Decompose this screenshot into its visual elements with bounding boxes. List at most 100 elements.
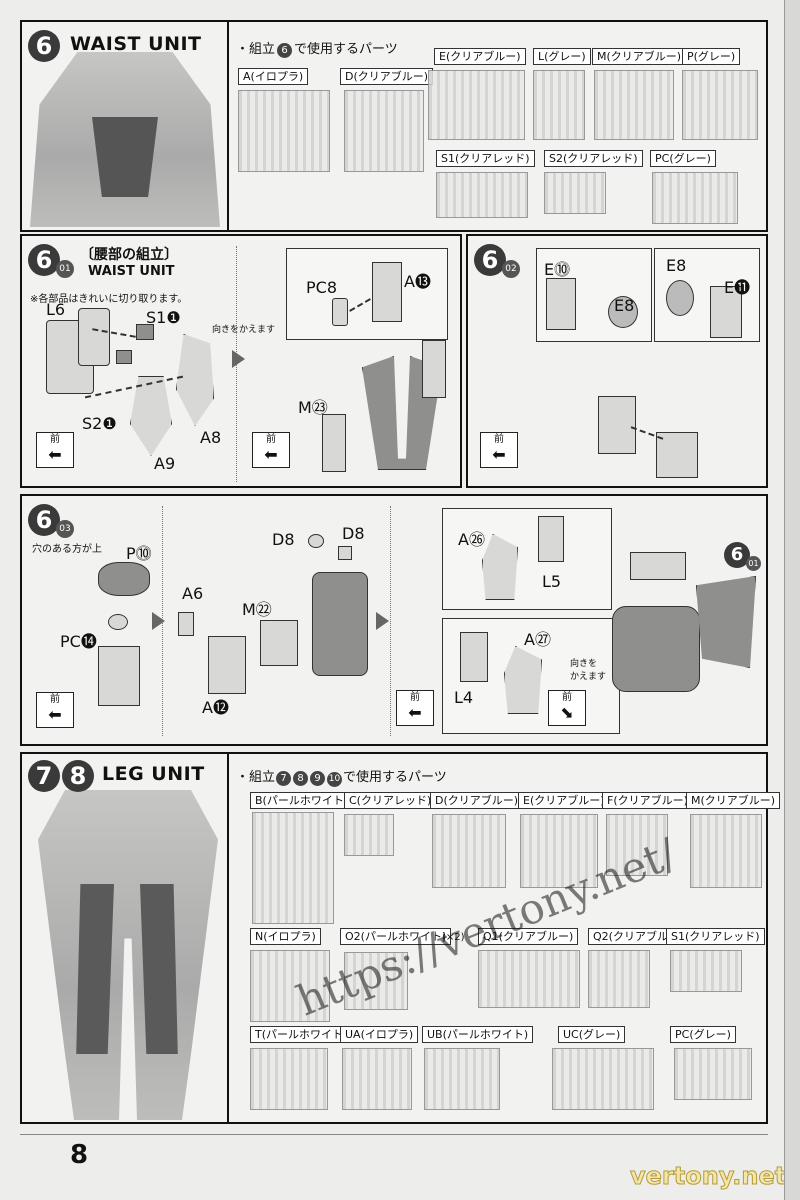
- part-label-s1: S1(クリアレッド): [436, 150, 535, 167]
- part-frame-6-03: [98, 646, 140, 706]
- label-a26: A㉖: [458, 530, 485, 549]
- part-frame: [78, 308, 110, 366]
- part-waist-assembled: [612, 606, 700, 692]
- sprue-a: [238, 90, 330, 172]
- part-s2: [116, 350, 132, 364]
- front-indicator-right: 前 ⬅: [252, 432, 290, 468]
- parts-heading-step-badge: 6: [277, 43, 293, 58]
- step-6-02-panel: 6 02 E⓾ E8 E8 E⓫ 前 ⬅: [466, 234, 768, 488]
- step-6-01-sub-badge: 01: [56, 260, 74, 278]
- leg-sprue-uc: [552, 1048, 654, 1110]
- hole-side-up-note: 穴のある方が上: [32, 544, 102, 555]
- label-s2: S2❶: [82, 414, 117, 433]
- leg-part-s1: S1(クリアレッド): [666, 928, 765, 945]
- part-a8: [176, 334, 214, 426]
- part-pc8: [332, 298, 348, 326]
- part-s1: [136, 324, 154, 340]
- front-indicator-3-label: 前: [562, 692, 572, 703]
- label-a8: A8: [200, 428, 222, 447]
- flow-arrow-icon-2: [376, 612, 389, 630]
- sprue-d: [344, 90, 424, 172]
- step-8-badge: 8: [62, 760, 94, 792]
- front-indicator-3: 前 ⬊: [548, 690, 586, 726]
- step-6-03-divider-1: [162, 506, 163, 736]
- leg-sprue-d: [432, 814, 506, 888]
- step-6-03-badge: 6: [28, 504, 60, 536]
- part-d8-right: [338, 546, 352, 560]
- leg-sprue-o2: [344, 952, 408, 1010]
- sprue-l: [533, 70, 585, 140]
- front-indicator-2: 前 ⬅: [396, 690, 434, 726]
- part-label-d: D(クリアブルー): [340, 68, 434, 85]
- leg-part-ub: UB(パールホワイト): [422, 1026, 534, 1043]
- front-indicator-left: 前 ⬅: [36, 432, 74, 468]
- part-waist-left-assembly: [598, 396, 636, 454]
- step-6-badge: 6: [28, 30, 60, 62]
- part-main-block: [312, 572, 368, 676]
- leg-part-d: D(クリアブルー): [430, 792, 524, 809]
- part-label-a: A(イロプラ): [238, 68, 309, 85]
- inset-a26: [442, 508, 612, 610]
- part-e10: [546, 278, 576, 330]
- label-m22: M㉒: [242, 600, 272, 619]
- leg-part-o2: O2(パールホワイト): [340, 928, 452, 945]
- leg-part-t: T(パールホワイト): [250, 1026, 353, 1043]
- flow-arrow-icon-1: [152, 612, 165, 630]
- turn-around-note-2: 向きを かえます: [570, 659, 607, 682]
- waist-highlight: [92, 117, 158, 197]
- leg-sprue-b: [252, 812, 334, 924]
- leg-part-pc: PC(グレー): [670, 1026, 736, 1043]
- leg-sprue-s1: [670, 950, 742, 992]
- sprue-e: [428, 70, 525, 140]
- leg-parts-heading-suffix: で使用するパーツ: [343, 770, 447, 785]
- corner-watermark: vertony.net: [629, 1162, 787, 1191]
- front-indicator-left-label: 前: [50, 434, 60, 445]
- leg-part-c: C(クリアレッド): [344, 792, 437, 809]
- front-indicator: 前 ⬅: [480, 432, 518, 468]
- page-bottom-rule: [20, 1134, 768, 1135]
- sprue-s1: [436, 172, 528, 218]
- part-a13-assembled: [422, 340, 446, 398]
- section-6-title: WAIST UNIT: [70, 33, 202, 55]
- label-e8-left: E8: [614, 296, 635, 315]
- right-edge-strip: [784, 0, 800, 1200]
- part-label-e: E(クリアブルー): [434, 48, 526, 65]
- step-6-01-panel: 6 01 〔腰部の組立〕 WAIST UNIT ※各部品はきれいに切り取ります。…: [20, 234, 462, 488]
- ref-step-01-sub-badge: 01: [746, 556, 761, 571]
- label-p10: P⓾: [126, 544, 152, 563]
- leg-part-ua: UA(イロプラ): [340, 1026, 419, 1043]
- part-label-p: P(グレー): [682, 48, 741, 65]
- arrow-icon: ⬅: [492, 445, 506, 464]
- part-cover: [630, 552, 686, 580]
- leg-part-uc: UC(グレー): [558, 1026, 626, 1043]
- part-l4: [460, 632, 488, 682]
- part-label-pc: PC(グレー): [650, 150, 716, 167]
- leg-sprue-e: [520, 814, 598, 888]
- label-a13: A⓭: [404, 272, 431, 291]
- part-p10: [98, 562, 150, 596]
- sprue-p: [682, 70, 758, 140]
- section-78-divider: [227, 754, 229, 1122]
- label-d8-left: D8: [272, 530, 295, 549]
- arrow-icon: ⬅: [408, 703, 422, 722]
- leg-sprue-pc: [674, 1048, 752, 1100]
- leg-part-e: E(クリアブルー): [518, 792, 610, 809]
- label-m23: M㉓: [298, 398, 328, 417]
- label-s1: S1❶: [146, 308, 181, 327]
- leg-sprue-n: [250, 950, 330, 1022]
- turn-around-note: 向きをかえます: [212, 325, 276, 335]
- label-e8-right: E8: [666, 256, 687, 275]
- ref-step-6-badge: 6: [724, 542, 750, 568]
- label-pc14: PC⓮: [60, 632, 97, 651]
- part-pc14: [108, 614, 128, 630]
- section-6-divider: [227, 22, 229, 230]
- parts-heading-prefix: ・組立: [236, 42, 276, 57]
- leg-sprue-q1: [478, 950, 580, 1008]
- part-a6: [178, 612, 194, 636]
- sprue-m: [594, 70, 674, 140]
- leg-figure-illustration: [38, 790, 218, 1120]
- parts-heading-suffix: で使用するパーツ: [294, 42, 398, 57]
- leg-sprue-ua: [342, 1048, 412, 1110]
- leg-step-badge-9: 9: [310, 771, 326, 786]
